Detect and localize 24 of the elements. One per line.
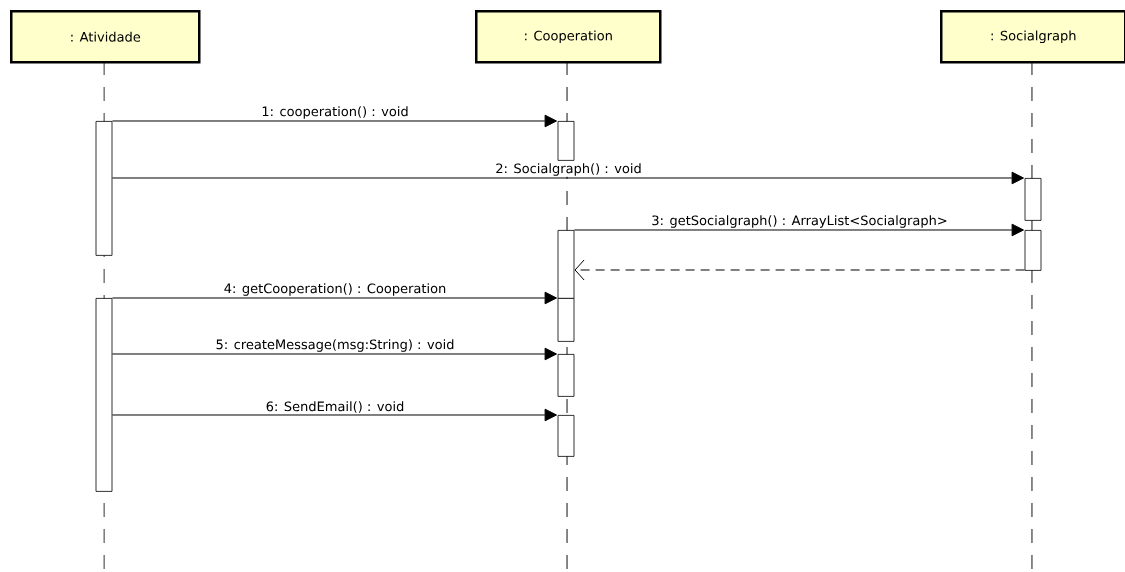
activation-bar: [557, 415, 575, 457]
edge-label: 4: getCooperation() : Cooperation: [222, 282, 448, 297]
activation-bar: [95, 121, 113, 256]
message-arrow: [111, 347, 557, 361]
activation-bar: [557, 354, 575, 397]
message-arrow: [111, 171, 1024, 185]
edge-label: 5: createMessage(msg:String) : void: [214, 338, 456, 353]
edge-label: 6: SendEmail() : void: [264, 400, 406, 414]
activation-bar: [557, 298, 575, 342]
activation-bar: [1024, 230, 1042, 271]
lifeline-head: : Socialgraph: [940, 10, 1125, 64]
message-arrow: [574, 259, 1026, 281]
activation-bar: [557, 230, 575, 299]
activation-bar: [1024, 178, 1042, 221]
edge-label: 1: cooperation() : void: [260, 105, 410, 120]
message-arrow: [111, 114, 557, 128]
message-arrow: [111, 408, 557, 422]
lifeline-head: : Atividade: [10, 10, 201, 64]
message-arrow: [111, 291, 557, 305]
lifeline-head: : Cooperation: [475, 10, 662, 64]
message-arrow: [573, 223, 1024, 237]
edge-label: 3: getSocialgraph() : ArrayList<Socialgraph>: [650, 214, 949, 229]
activation-bar: [95, 298, 113, 492]
activation-bar: [557, 121, 575, 161]
